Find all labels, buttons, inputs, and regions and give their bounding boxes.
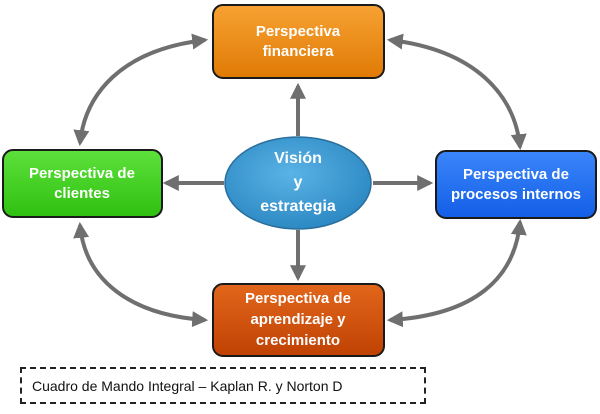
node-aprendizaje-line1: Perspectiva de [245, 290, 351, 307]
arrow-top-right [386, 33, 527, 151]
center-line1: Visión [274, 150, 322, 167]
center-line2: y [294, 174, 303, 191]
caption-box: Cuadro de Mando Integral – Kaplan R. y N… [20, 367, 426, 404]
caption-text: Cuadro de Mando Integral – Kaplan R. y N… [32, 377, 343, 394]
node-procesos-line2: procesos internos [451, 186, 581, 203]
node-financiera: Perspectiva financiera [212, 4, 385, 79]
center-arrows [162, 82, 434, 282]
node-clientes-line2: clientes [54, 185, 110, 202]
center-line3: estrategia [260, 198, 336, 215]
arrow-right-bottom [386, 218, 527, 328]
node-aprendizaje: Perspectiva de aprendizaje y crecimiento [212, 283, 385, 357]
node-aprendizaje-line3: crecimiento [256, 332, 340, 349]
node-procesos-line1: Perspectiva de [463, 166, 569, 183]
node-vision-estrategia: Visión y estrategia [224, 136, 372, 230]
arrow-top-left [73, 33, 209, 147]
node-clientes-line1: Perspectiva de [29, 165, 135, 182]
node-procesos-internos: Perspectiva de procesos internos [435, 150, 597, 219]
arrow-left-bottom [73, 221, 209, 328]
node-clientes: Perspectiva de clientes [2, 149, 163, 218]
node-financiera-line2: financiera [263, 43, 335, 60]
node-financiera-line1: Perspectiva [256, 23, 341, 40]
cycle-arrows [73, 33, 527, 328]
node-aprendizaje-line2: aprendizaje y [250, 311, 346, 328]
